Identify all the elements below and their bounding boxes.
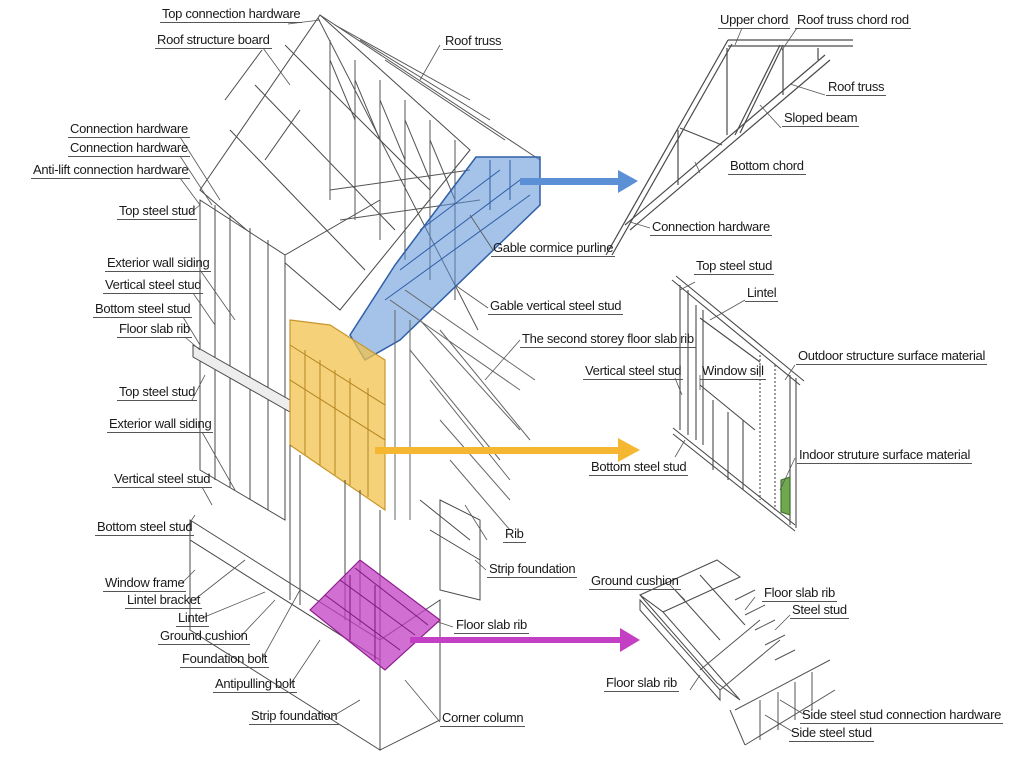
label-vertical-steel-stud-lower: Vertical steel stud <box>112 471 213 488</box>
label-roof-structure-board: Roof structure board <box>155 32 272 49</box>
floor-slab-ribs <box>324 567 429 660</box>
label-sloped-beam: Sloped beam <box>782 110 860 127</box>
label-strip-foundation-left: Strip foundation <box>249 708 340 725</box>
label-outdoor-structure-surface-material: Outdoor structure surface material <box>796 348 988 365</box>
arrow-yellow-wall <box>375 438 640 462</box>
label-floor-slab-rib-upper: Floor slab rib <box>117 321 192 338</box>
label-side-steel-stud-connection-hardware: Side steel stud connection hardware <box>800 707 1004 724</box>
gable-truss-members <box>384 160 531 301</box>
label-strip-foundation-right: Strip foundation <box>487 561 578 578</box>
main-building <box>189 14 541 751</box>
detail-wall-panel <box>671 275 805 532</box>
label-roof-truss-main: Roof truss <box>443 33 504 50</box>
label-lintel: Lintel <box>176 610 210 627</box>
exterior-walls <box>192 199 381 521</box>
label-bottom-steel-stud-detail: Bottom steel stud <box>589 459 689 476</box>
label-steel-stud-detail: Steel stud <box>790 602 849 619</box>
wall-panel-studs <box>289 344 386 497</box>
label-lintel-detail: Lintel <box>745 285 779 302</box>
label-roof-truss-detail: Roof truss <box>826 79 887 96</box>
label-window-sill: Window sill <box>700 363 766 380</box>
second-storey-floor-slab-ribs <box>389 289 536 531</box>
label-bottom-steel-stud-lower: Bottom steel stud <box>95 519 195 536</box>
label-bottom-chord: Bottom chord <box>728 158 806 175</box>
label-roof-truss-chord-rod: Roof truss chord rod <box>795 12 911 29</box>
label-connection-hardware-2: Connection hardware <box>68 140 190 157</box>
indoor-surface-material-swatch <box>780 476 791 516</box>
label-ground-cushion: Ground cushion <box>158 628 250 645</box>
label-floor-slab-rib-main: Floor slab rib <box>454 617 529 634</box>
wall-panel-highlight <box>289 319 386 512</box>
label-gable-vertical-steel-stud: Gable vertical steel stud <box>488 298 624 315</box>
label-corner-column: Corner column <box>440 710 526 727</box>
label-foundation-bolt: Foundation bolt <box>180 651 270 668</box>
label-exterior-wall-siding-upper: Exterior wall siding <box>105 255 212 272</box>
label-upper-chord: Upper chord <box>718 12 791 29</box>
label-second-storey-floor-slab-rib: The second storey floor slab rib <box>520 331 696 348</box>
label-exterior-wall-siding-lower: Exterior wall siding <box>107 416 214 433</box>
label-anti-lift-connection-hardware: Anti-lift connection hardware <box>31 162 191 179</box>
label-connection-hardware-detail: Connection hardware <box>650 219 772 236</box>
roof-structure-board <box>199 14 471 311</box>
detail-roof-truss <box>605 39 853 256</box>
label-top-steel-stud-upper: Top steel stud <box>117 203 198 220</box>
label-ground-cushion-detail: Ground cushion <box>589 573 681 590</box>
gable-roof-truss-highlight <box>349 156 541 362</box>
label-floor-slab-rib-detail-top: Floor slab rib <box>762 585 837 602</box>
label-top-steel-stud-lower: Top steel stud <box>117 384 198 401</box>
arrow-blue-roof-truss <box>520 170 638 193</box>
label-rib: Rib <box>503 526 526 543</box>
label-vertical-steel-stud-detail: Vertical steel stud <box>583 363 684 380</box>
label-antipulling-bolt: Antipulling bolt <box>213 676 297 693</box>
label-gable-cormice-purline: Gable cormice purline <box>491 240 616 257</box>
label-lintel-bracket: Lintel bracket <box>125 592 203 609</box>
callout-arrows <box>375 170 640 652</box>
label-window-frame: Window frame <box>103 575 187 592</box>
label-bottom-steel-stud-upper: Bottom steel stud <box>93 301 193 318</box>
label-vertical-steel-stud-upper: Vertical steel stud <box>103 277 204 294</box>
label-indoor-structure-surface-material: Indoor struture surface material <box>797 447 973 464</box>
label-top-connection-hardware: Top connection hardware <box>160 6 303 23</box>
leader-lines <box>179 19 826 734</box>
label-floor-slab-rib-detail-bottom: Floor slab rib <box>604 675 679 692</box>
label-top-steel-stud-detail: Top steel stud <box>694 258 775 275</box>
arrow-magenta-floor <box>410 628 640 652</box>
label-side-steel-stud: Side steel stud <box>789 725 874 742</box>
label-connection-hardware-1: Connection hardware <box>68 121 190 138</box>
